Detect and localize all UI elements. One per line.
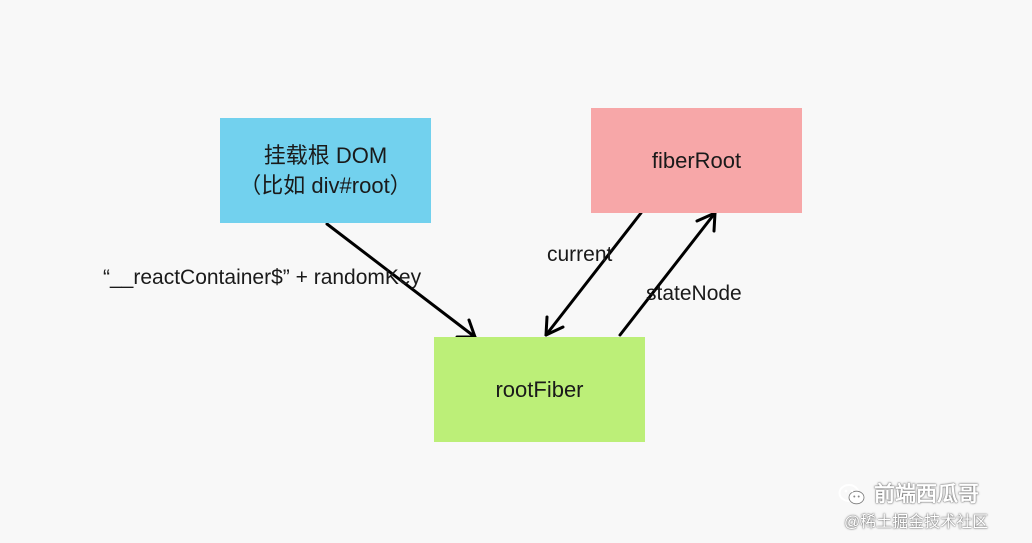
arrow-fiberroot-to-rootfiber — [544, 211, 643, 337]
mount-dom-label-line2: （比如 div#root） — [239, 172, 412, 198]
edge-label-container-key: “__reactContainer$” + randomKey — [103, 266, 422, 289]
edge-label-current: current — [547, 243, 613, 266]
watermark-author: 前端西瓜哥 — [874, 483, 979, 506]
wechat-icon — [838, 484, 865, 505]
mount-dom-node: 挂载根 DOM （比如 div#root） — [220, 118, 431, 223]
root-fiber-node: rootFiber — [434, 337, 645, 442]
watermark-source: @稀土掘金技术社区 — [844, 514, 989, 531]
root-fiber-label: rootFiber — [495, 376, 584, 402]
watermark: 前端西瓜哥 @稀土掘金技术社区 — [838, 482, 1024, 534]
edge-label-state-node: stateNode — [646, 282, 742, 305]
arrow-rootfiber-to-fiberroot — [618, 211, 717, 337]
fiber-root-label: fiberRoot — [651, 147, 742, 173]
fiber-root-node: fiberRoot — [591, 108, 802, 213]
mount-dom-label-line1: 挂载根 DOM — [263, 142, 388, 168]
